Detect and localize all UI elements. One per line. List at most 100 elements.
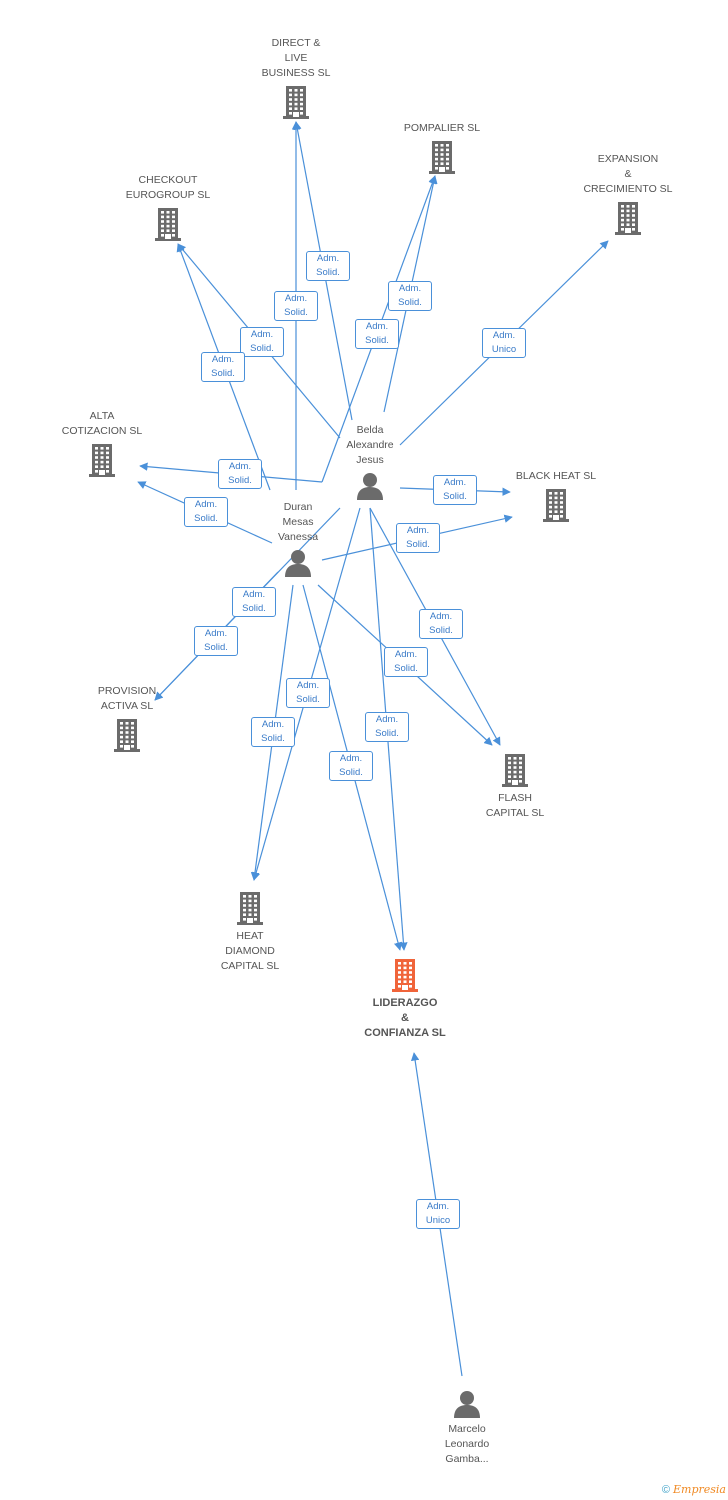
building-icon [221, 85, 371, 119]
role-badge-text: Adm. [426, 1201, 450, 1212]
company-node-heat[interactable]: HEAT DIAMOND CAPITAL SL [175, 891, 325, 974]
person-node-marcelo[interactable]: Marcelo Leonardo Gamba... [392, 1390, 542, 1467]
building-icon [175, 891, 325, 925]
building-icon [440, 753, 590, 787]
role-badge[interactable]: Adm. Solid. [218, 459, 262, 489]
role-badge-text: Adm. [284, 293, 308, 304]
role-badge[interactable]: Adm. Solid. [419, 609, 463, 639]
role-badge[interactable]: Adm. Solid. [384, 647, 428, 677]
role-badge-text: Solid. [261, 733, 285, 744]
building-icon [367, 140, 517, 174]
company-node-provision[interactable]: PROVISION ACTIVA SL [52, 684, 202, 752]
company-node-flash[interactable]: FLASH CAPITAL SL [440, 753, 590, 821]
company-label[interactable]: BLACK HEAT SL [515, 470, 597, 482]
role-badge[interactable]: Adm.Solid. [251, 717, 295, 747]
company-node-alta[interactable]: ALTA COTIZACION SL [27, 409, 177, 477]
person-icon [392, 1390, 542, 1418]
role-badge[interactable]: Adm. Solid. [240, 327, 284, 357]
role-badge-text: Solid. [365, 335, 389, 346]
footer-credit[interactable]: © Empresia [662, 1483, 726, 1496]
role-badge-text: Solid. [394, 663, 418, 674]
role-badge-text: Unico [491, 344, 517, 355]
company-node-blackheat[interactable]: BLACK HEAT SL [481, 469, 631, 522]
company-node-direct[interactable]: DIRECT & LIVE BUSINESS SL [221, 36, 371, 119]
role-badge-text: Solid. [194, 513, 218, 524]
company-label[interactable]: PROVISION ACTIVA SL [97, 685, 157, 712]
role-badge-text: Adm. [204, 628, 228, 639]
copyright-symbol: © [661, 1484, 670, 1496]
company-label[interactable]: ALTA COTIZACION SL [61, 410, 143, 437]
company-label[interactable]: FLASH CAPITAL SL [485, 792, 545, 819]
role-badge[interactable]: Adm. Solid. [388, 281, 432, 311]
role-badge-text: Adm. [429, 611, 453, 622]
role-badge-text: Solid. [375, 728, 399, 739]
role-badge-text: Unico [425, 1215, 451, 1226]
company-label[interactable]: POMPALIER SL [403, 122, 481, 134]
role-badge[interactable]: Adm. Solid. [396, 523, 440, 553]
role-badge-text: Adm. [365, 321, 389, 332]
company-label[interactable]: CHECKOUT EUROGROUP SL [125, 174, 211, 201]
person-label[interactable]: Belda Alexandre Jesus [346, 424, 394, 466]
role-badge-text: Solid. [398, 297, 422, 308]
role-badge-text: Solid. [211, 368, 235, 379]
role-badge-text: Solid. [316, 267, 340, 278]
role-badge[interactable]: Adm.Unico [482, 328, 526, 358]
role-badge-text: Adm. [242, 589, 266, 600]
role-badge[interactable]: Adm. Solid. [433, 475, 477, 505]
person-icon [223, 549, 373, 577]
role-badge-text: Solid. [443, 491, 467, 502]
building-icon [330, 958, 480, 992]
role-badge-text: Solid. [204, 642, 228, 653]
role-badge-text: Solid. [406, 539, 430, 550]
role-badge-text: Adm. [375, 714, 399, 725]
person-label[interactable]: Marcelo Leonardo Gamba... [444, 1423, 490, 1465]
role-badge-text: Adm. [316, 253, 340, 264]
role-badge-text: Adm. [194, 499, 218, 510]
building-icon [553, 201, 703, 235]
role-badge-text: Adm. [250, 329, 274, 340]
role-badge-text: Solid. [228, 475, 252, 486]
building-icon [93, 207, 243, 241]
brand-name: Empresia [673, 1483, 726, 1496]
role-badge[interactable]: Adm. Solid. [201, 352, 245, 382]
role-badge[interactable]: Adm. Solid. [274, 291, 318, 321]
role-badge-text: Adm. [406, 525, 430, 536]
company-node-liderazgo[interactable]: LIDERAZGO & CONFIANZA SL [330, 958, 480, 1041]
role-badge-text: Solid. [284, 307, 308, 318]
role-badge-text: Adm. [228, 461, 252, 472]
company-label[interactable]: LIDERAZGO & CONFIANZA SL [364, 997, 446, 1039]
role-badge[interactable]: Adm. Unico [416, 1199, 460, 1229]
role-badge-text: Adm. [443, 477, 467, 488]
company-node-checkout[interactable]: CHECKOUT EUROGROUP SL [93, 173, 243, 241]
person-label[interactable]: Duran Mesas Vanessa [277, 501, 319, 543]
company-node-expansion[interactable]: EXPANSION & CRECIMIENTO SL [553, 152, 703, 235]
role-badge-text: Solid. [339, 767, 363, 778]
role-badge-text: Adm. [339, 753, 363, 764]
building-icon [481, 488, 631, 522]
role-badge[interactable]: Adm. Solid. [329, 751, 373, 781]
company-label[interactable]: DIRECT & LIVE BUSINESS SL [261, 37, 331, 79]
role-badge-text: Adm. [211, 354, 235, 365]
role-badge-text: Adm. [296, 680, 320, 691]
person-icon [295, 472, 445, 500]
role-badge[interactable]: Adm. Solid. [194, 626, 238, 656]
building-icon [27, 443, 177, 477]
person-node-duran[interactable]: Duran Mesas Vanessa [223, 500, 373, 577]
role-badge[interactable]: Adm. Solid. [306, 251, 350, 281]
company-label[interactable]: EXPANSION & CRECIMIENTO SL [583, 153, 673, 195]
role-badge-text: Adm. [394, 649, 418, 660]
person-node-belda[interactable]: Belda Alexandre Jesus [295, 423, 445, 500]
role-badge[interactable]: Adm. Solid. [286, 678, 330, 708]
role-badge[interactable]: Adm. Solid. [184, 497, 228, 527]
role-badge-text: Solid. [250, 343, 274, 354]
company-label[interactable]: HEAT DIAMOND CAPITAL SL [220, 930, 280, 972]
role-badge[interactable]: Adm. Solid. [232, 587, 276, 617]
role-badge-text: Solid. [242, 603, 266, 614]
role-badge-text: Adm. [398, 283, 422, 294]
role-badge[interactable]: Adm. Solid. [365, 712, 409, 742]
role-badge-text: Solid. [296, 694, 320, 705]
role-badge-text: Solid. [429, 625, 453, 636]
role-badge[interactable]: Adm. Solid. [355, 319, 399, 349]
company-node-pompalier[interactable]: POMPALIER SL [367, 121, 517, 174]
